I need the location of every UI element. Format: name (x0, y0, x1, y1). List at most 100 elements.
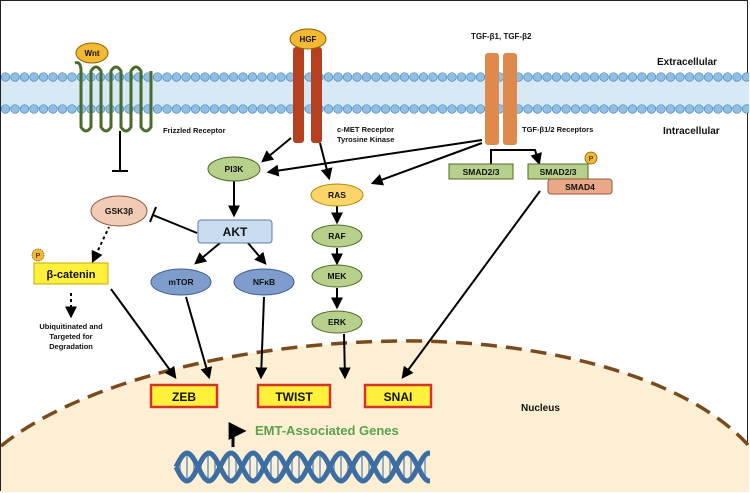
lipid-head (741, 104, 749, 114)
lipid-head (323, 104, 334, 114)
lipid-head (618, 104, 628, 114)
lipid-head (418, 104, 429, 114)
inhibition-lines (112, 131, 198, 234)
lipid-head (523, 72, 533, 82)
mtor-label: mTOR (168, 277, 193, 287)
snai-label: SNAI (384, 390, 413, 404)
cmet-receptor-right (311, 47, 322, 143)
lipid-head (162, 104, 172, 114)
lipid-head (561, 104, 571, 114)
raf-node (311, 224, 363, 248)
cmet-label-line1: c-MET Receptor (337, 125, 394, 134)
lipid-head (466, 104, 476, 114)
cell-membrane (1, 72, 749, 114)
lipid-head (29, 72, 39, 82)
lipid-head (390, 104, 400, 114)
label-extracellular: Extracellular (657, 57, 717, 68)
lipid-head (570, 72, 581, 82)
akt-label: AKT (223, 225, 248, 239)
lipid-head (380, 72, 391, 82)
lipid-head (608, 72, 619, 82)
lipid-head (29, 104, 39, 114)
lipid-head (200, 72, 210, 82)
beta-catenin-label: β-catenin (47, 269, 96, 281)
lipid-head (466, 72, 476, 82)
twist-label: TWIST (275, 390, 313, 404)
lipid-head (342, 104, 353, 114)
lipid-head (713, 104, 723, 114)
lipid-head (656, 104, 666, 114)
lipid-head (171, 72, 182, 82)
lipid-head (266, 104, 277, 114)
lipid-head (276, 72, 286, 82)
degradation-line1: Ubiquitinated and (39, 322, 103, 331)
lipid-head (257, 72, 267, 82)
pi3k-node (207, 156, 261, 182)
lipid-head (333, 72, 343, 82)
lipid-head (276, 104, 286, 114)
lipid-head (1, 72, 11, 82)
lipid-head (675, 104, 685, 114)
lipid-head (67, 104, 77, 114)
lipid-head (732, 72, 742, 82)
snai-box (363, 383, 433, 409)
transcription-start-arrow (228, 422, 247, 447)
gsk3b-node (90, 195, 148, 227)
lipid-head (532, 104, 543, 114)
lipid-head (713, 72, 723, 82)
lipid-head (209, 104, 220, 114)
pathway-arrows (65, 137, 542, 380)
lipid-head (171, 104, 182, 114)
dna-strand (173, 450, 430, 484)
lipid-head (409, 104, 419, 114)
label-intracellular: Intracellular (663, 126, 720, 137)
lipid-head (703, 104, 714, 114)
lipid-head (665, 104, 676, 114)
lipid-head (618, 72, 628, 82)
lipid-head (266, 72, 277, 82)
lipid-head (523, 104, 533, 114)
lipid-head (665, 72, 676, 82)
nfkb-label: NFκB (253, 277, 275, 287)
smad23-unphosphorylated-label: SMAD2/3 (463, 167, 500, 177)
lipid-head (190, 72, 201, 82)
tgf-ligand-label: TGF-β1, TGF-β2 (471, 32, 532, 41)
raf-label: RAF (328, 231, 345, 241)
lipid-head (361, 72, 372, 82)
lipid-head (656, 72, 666, 82)
dna-strand (173, 450, 430, 484)
lipid-head (532, 72, 543, 82)
lipid-head (684, 72, 695, 82)
lipid-head (542, 104, 552, 114)
lipid-head (200, 104, 210, 114)
lipid-head (190, 104, 201, 114)
lipid-head (456, 104, 467, 114)
lipid-head (694, 72, 704, 82)
lipid-head (447, 104, 457, 114)
lipid-head (1, 104, 11, 114)
dna-helix-icon (173, 450, 430, 484)
lipid-head (580, 72, 590, 82)
cmet-label-line2: Tyrosine Kinase (337, 135, 394, 144)
lipid-head (57, 104, 68, 114)
lipid-head (238, 104, 248, 114)
frizzled-receptor (74, 61, 153, 133)
lipid-head (722, 72, 733, 82)
lipid-head (684, 104, 695, 114)
lipid-head (637, 104, 647, 114)
lipid-head (399, 72, 410, 82)
lipid-head (475, 104, 486, 114)
lipid-head (10, 104, 20, 114)
frizzled-label: Frizzled Receptor (163, 126, 226, 135)
lipid-head (352, 72, 362, 82)
lipid-head (152, 72, 163, 82)
lipid-head (447, 72, 457, 82)
lipid-head (589, 72, 600, 82)
lipid-head (561, 72, 571, 82)
lipid-head (475, 72, 486, 82)
lipid-head (589, 104, 600, 114)
lipid-head (418, 72, 429, 82)
lipid-head (722, 104, 733, 114)
nuclear-envelope (1, 339, 749, 448)
lipid-head (361, 104, 372, 114)
